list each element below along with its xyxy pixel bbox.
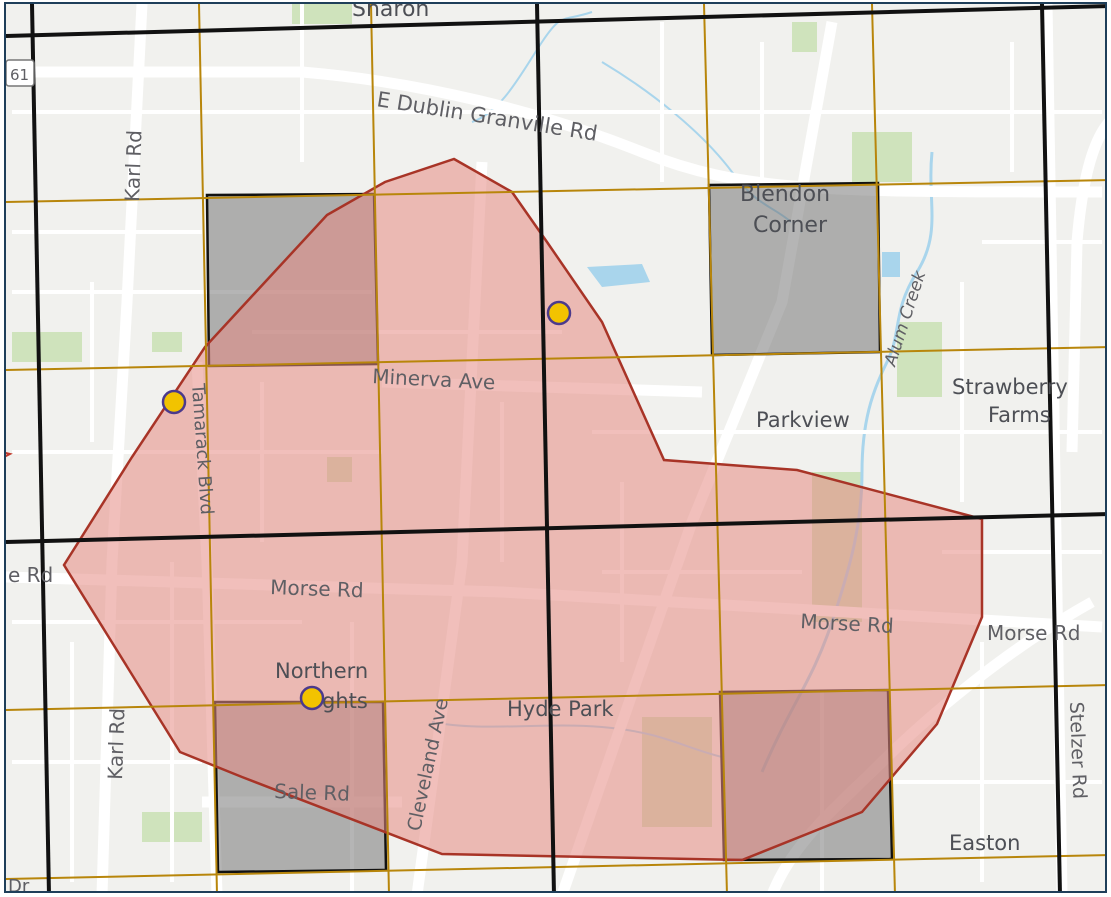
minor-grid-lines xyxy=(6,4,1105,891)
grid-cell xyxy=(707,181,882,357)
pond xyxy=(882,252,900,277)
sr161-label: 61 xyxy=(10,66,29,84)
park xyxy=(792,22,817,52)
pond xyxy=(587,264,650,287)
sharon-label: Sharon xyxy=(352,4,429,22)
hyde-park-label: Hyde Park xyxy=(507,697,614,721)
edge-pointer-icon xyxy=(6,451,13,458)
stelzer-road xyxy=(1041,4,1068,891)
farms-label: Farms xyxy=(988,403,1051,427)
sr161-shield: 61 xyxy=(6,59,35,87)
major-grid-lines xyxy=(6,4,1105,891)
northern-label: Northern xyxy=(275,659,368,683)
dr-label: Dr xyxy=(8,876,30,893)
karl-rd-north-label: Karl Rd xyxy=(120,130,146,203)
marker-west[interactable] xyxy=(161,389,187,415)
corner-label: Corner xyxy=(753,213,828,238)
map-canvas[interactable]: 61 Sharon E Dublin Granville Rd Karl Rd … xyxy=(6,4,1107,893)
parkview-label: Parkview xyxy=(756,408,850,432)
morse-rd-east-label: Morse Rd xyxy=(987,621,1080,645)
map-view[interactable]: 61 Sharon E Dublin Granville Rd Karl Rd … xyxy=(4,2,1107,893)
e-rd-label: e Rd xyxy=(8,563,53,587)
park xyxy=(852,132,912,182)
marker-northern-heights[interactable] xyxy=(299,685,325,711)
morse-rd-mid-label: Morse Rd xyxy=(800,609,895,638)
easton-label: Easton xyxy=(949,831,1020,855)
strawberry-label: Strawberry xyxy=(952,375,1068,399)
morse-rd-west-label: Morse Rd xyxy=(270,575,364,602)
interstate-ramp xyxy=(1066,118,1105,453)
e-dublin-granville-road xyxy=(6,66,1103,198)
sale-rd-label: Sale Rd xyxy=(274,779,351,806)
blendon-label: Blendon xyxy=(740,182,830,207)
stelzer-rd-label: Stelzer Rd xyxy=(1065,701,1090,799)
heights-label: ghts xyxy=(322,689,368,713)
karl-road xyxy=(96,4,148,891)
park xyxy=(12,332,82,362)
marker-north[interactable] xyxy=(546,300,572,326)
park xyxy=(897,322,942,397)
park xyxy=(152,332,182,352)
karl-rd-south-label: Karl Rd xyxy=(103,708,129,781)
park xyxy=(292,4,352,24)
